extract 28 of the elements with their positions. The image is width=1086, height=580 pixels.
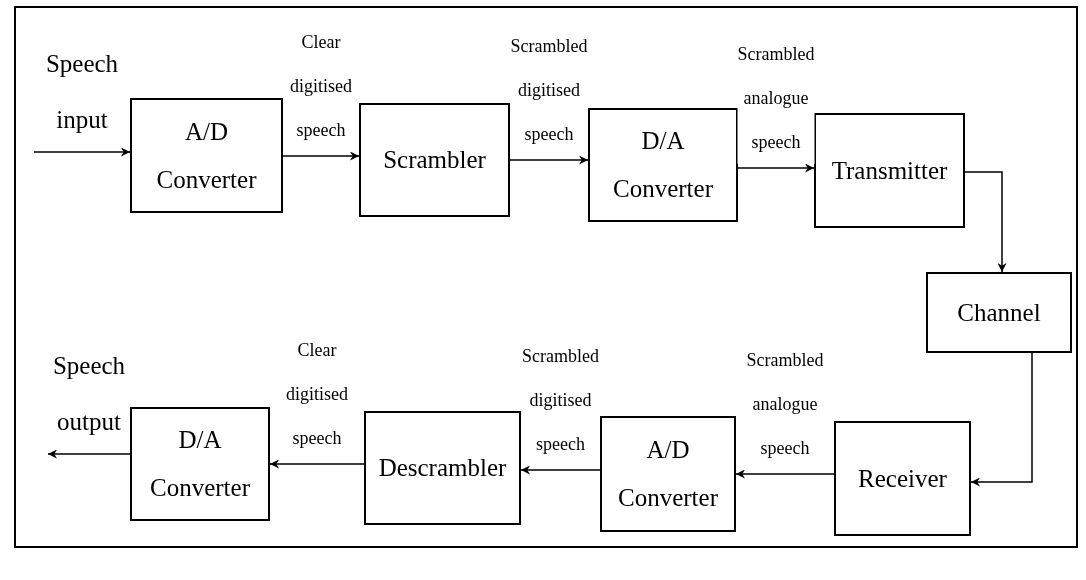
box-label: Scrambler bbox=[382, 145, 487, 175]
process-box bbox=[814, 113, 965, 228]
box-label: Transmitter bbox=[830, 155, 949, 186]
process-box bbox=[130, 407, 270, 521]
process-box bbox=[588, 108, 738, 222]
box-label: Receiver bbox=[857, 463, 948, 494]
arrow bbox=[509, 155, 589, 165]
arrow bbox=[33, 147, 131, 157]
process-box bbox=[359, 103, 510, 217]
process-box bbox=[364, 411, 521, 525]
box-label: A/D Converter bbox=[617, 435, 719, 513]
arrow bbox=[737, 163, 815, 173]
box-label: D/A Converter bbox=[149, 425, 251, 503]
arrow bbox=[970, 352, 1033, 487]
arrow bbox=[520, 465, 601, 475]
process-box bbox=[834, 421, 971, 536]
arrow bbox=[269, 459, 365, 469]
process-box bbox=[600, 416, 736, 532]
box-label: D/A Converter bbox=[612, 126, 714, 204]
arrow bbox=[964, 171, 1007, 273]
process-box bbox=[130, 98, 283, 213]
arrow bbox=[47, 449, 131, 459]
box-label: Descrambler bbox=[377, 453, 508, 483]
box-label: Channel bbox=[956, 297, 1042, 328]
arrow bbox=[282, 151, 360, 161]
process-box bbox=[926, 272, 1072, 353]
box-label: A/D Converter bbox=[155, 116, 258, 195]
arrow bbox=[735, 469, 835, 479]
